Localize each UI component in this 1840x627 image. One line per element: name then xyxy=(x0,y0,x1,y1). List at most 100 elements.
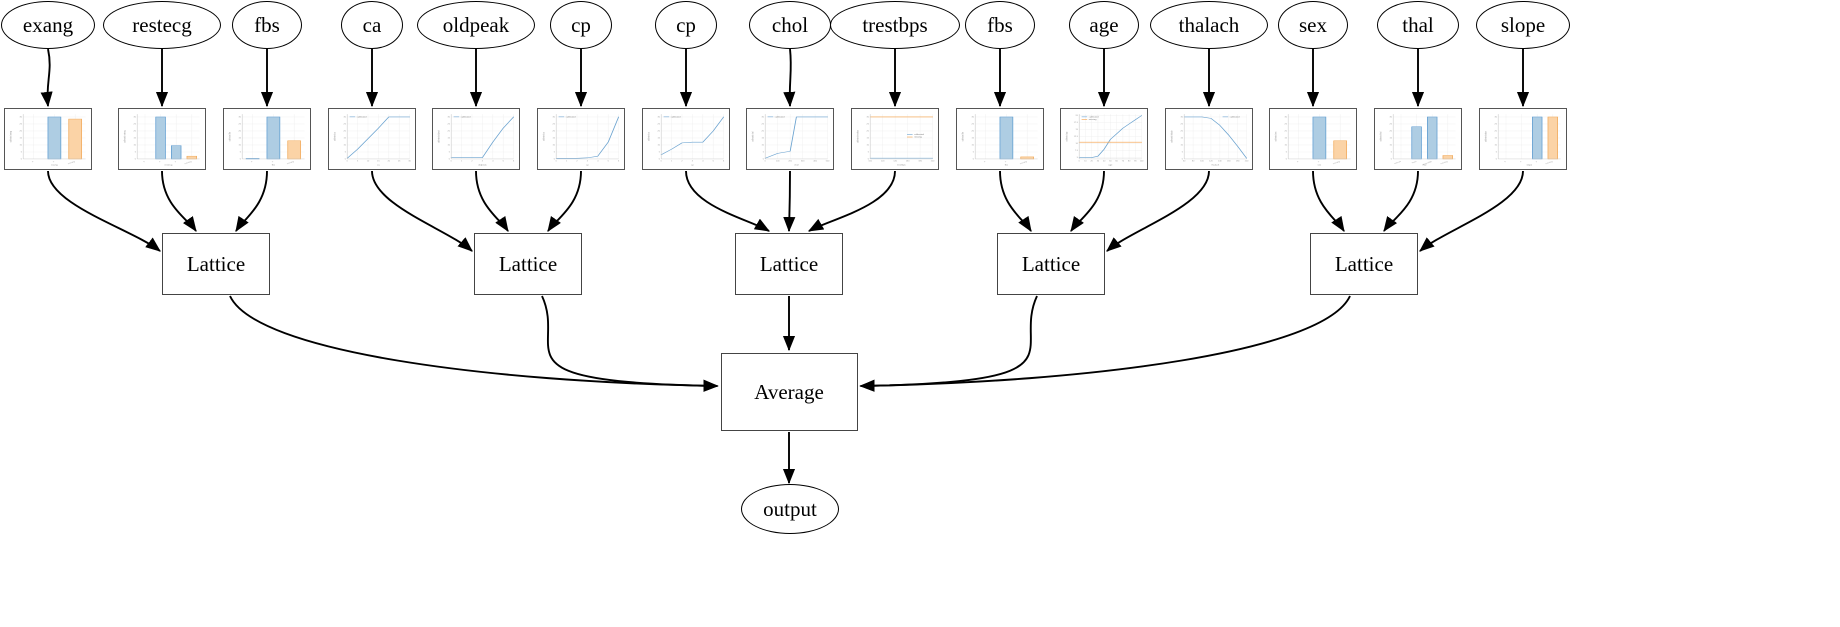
lattice-node-3[interactable]: Lattice xyxy=(997,233,1105,295)
svg-text:20: 20 xyxy=(972,131,974,133)
edge-plot-to-lattice-13 xyxy=(1383,170,1419,232)
svg-text:0: 0 xyxy=(973,159,974,161)
svg-text:10: 10 xyxy=(553,145,555,147)
input-node-chol[interactable]: chol xyxy=(749,1,831,49)
input-node-restecg[interactable]: restecg xyxy=(103,1,221,49)
svg-text:1: 1 xyxy=(1318,161,1320,163)
svg-text:3: 3 xyxy=(482,161,483,163)
svg-text:calibrated: calibrated xyxy=(1230,116,1240,118)
input-node-fbs[interactable]: fbs xyxy=(965,1,1035,49)
svg-text:5: 5 xyxy=(659,152,660,154)
svg-text:15: 15 xyxy=(344,138,346,140)
output-node[interactable]: output xyxy=(741,484,839,534)
svg-text:90: 90 xyxy=(1134,161,1136,163)
lattice-node-1[interactable]: Lattice xyxy=(474,233,582,295)
svg-text:fbs: fbs xyxy=(1005,165,1008,166)
svg-text:6: 6 xyxy=(618,161,619,163)
edge-plot-to-lattice-12 xyxy=(1312,170,1345,232)
svg-text:calibrated oldpeak: calibrated oldpeak xyxy=(437,130,441,143)
input-node-cp[interactable]: cp xyxy=(655,1,717,49)
svg-text:0: 0 xyxy=(240,159,241,161)
svg-text:15: 15 xyxy=(1285,138,1287,140)
edge-plot-to-lattice-9 xyxy=(999,170,1032,232)
svg-text:10: 10 xyxy=(972,145,974,147)
input-node-sex[interactable]: sex xyxy=(1278,1,1348,49)
svg-text:calibrated restecg: calibrated restecg xyxy=(123,130,127,142)
svg-text:2: 2 xyxy=(175,161,177,163)
svg-text:missing: missing xyxy=(1440,161,1448,165)
svg-text:calibrated age: calibrated age xyxy=(1065,132,1069,142)
input-node-slope[interactable]: slope xyxy=(1476,1,1570,49)
lattice-node-2[interactable]: Lattice xyxy=(735,233,843,295)
svg-text:100: 100 xyxy=(1200,161,1204,163)
svg-text:30: 30 xyxy=(239,117,241,119)
svg-text:missing: missing xyxy=(1089,119,1097,121)
svg-text:5: 5 xyxy=(973,152,974,154)
svg-text:10: 10 xyxy=(1495,145,1497,147)
edge-plot-to-lattice-0 xyxy=(47,170,161,252)
svg-text:1: 1 xyxy=(1520,161,1522,163)
input-node-ca[interactable]: ca xyxy=(341,1,403,49)
svg-text:30: 30 xyxy=(553,117,555,119)
edge-plot-to-lattice-6 xyxy=(685,170,770,232)
edge-lattice-to-average-3 xyxy=(859,295,1038,392)
input-node-age[interactable]: age xyxy=(1069,1,1139,49)
svg-text:0: 0 xyxy=(661,161,662,163)
svg-text:30: 30 xyxy=(1181,117,1183,119)
average-node[interactable]: Average xyxy=(720,353,858,431)
svg-text:30: 30 xyxy=(448,117,450,119)
lattice-node-0[interactable]: Lattice xyxy=(162,233,270,295)
svg-text:20: 20 xyxy=(1285,131,1287,133)
svg-text:calibrated: calibrated xyxy=(775,116,785,118)
lattice-node-4[interactable]: Lattice xyxy=(1310,233,1418,295)
input-node-thalach[interactable]: thalach xyxy=(1150,1,1268,49)
svg-text:100: 100 xyxy=(868,161,872,163)
input-node-cp[interactable]: cp xyxy=(550,1,612,49)
svg-text:1: 1 xyxy=(671,161,672,163)
input-node-oldpeak[interactable]: oldpeak xyxy=(417,1,535,49)
svg-text:thal: thal xyxy=(1422,164,1426,166)
svg-text:calibrated slope: calibrated slope xyxy=(1484,131,1488,142)
input-node-thal[interactable]: thal xyxy=(1377,1,1459,49)
svg-text:0: 0 xyxy=(1297,161,1300,163)
svg-text:5: 5 xyxy=(345,152,346,154)
svg-text:140: 140 xyxy=(893,161,897,163)
input-node-fbs[interactable]: fbs xyxy=(232,1,302,49)
svg-text:10: 10 xyxy=(658,145,660,147)
svg-text:25: 25 xyxy=(344,124,346,126)
svg-text:25: 25 xyxy=(20,124,22,126)
edge-input-to-plot-0 xyxy=(40,48,53,108)
svg-text:20: 20 xyxy=(448,131,450,133)
input-node-exang[interactable]: exang xyxy=(1,1,95,49)
svg-text:20: 20 xyxy=(762,131,764,133)
svg-text:20: 20 xyxy=(239,131,241,133)
input-node-trestbps[interactable]: trestbps xyxy=(830,1,960,49)
svg-text:calibrated: calibrated xyxy=(566,116,576,118)
svg-text:fbs: fbs xyxy=(272,165,275,166)
lattice-node-label: Lattice xyxy=(498,251,558,276)
svg-text:20: 20 xyxy=(388,161,390,163)
svg-text:20: 20 xyxy=(1390,131,1392,133)
svg-text:20: 20 xyxy=(867,131,869,133)
svg-text:200: 200 xyxy=(931,161,935,163)
